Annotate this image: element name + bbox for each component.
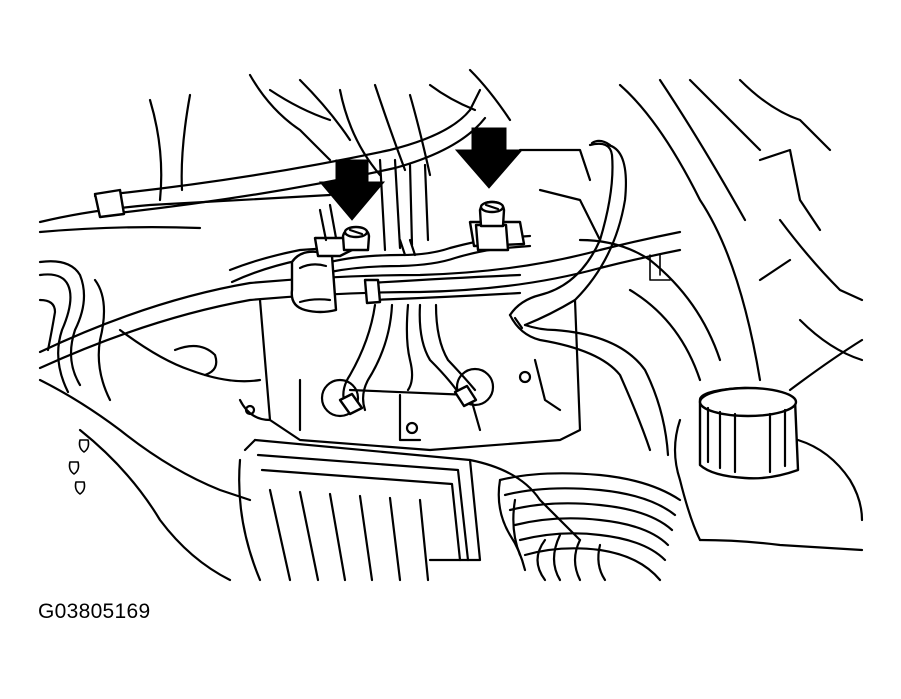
down-hoses <box>338 303 478 416</box>
body-structure <box>38 68 864 392</box>
figure-code-label: G03805169 <box>38 600 151 623</box>
brake-pipes-with-clamps <box>228 158 532 314</box>
abs-modulator-block <box>238 298 582 452</box>
callout-arrow-right <box>454 127 524 189</box>
right-hose <box>508 139 670 457</box>
left-brake-lines <box>38 260 262 582</box>
callout-arrow-left <box>318 159 386 221</box>
right-bolt <box>478 200 506 228</box>
left-bolt <box>341 225 371 252</box>
lower-air-box <box>238 438 582 582</box>
main-tube-bundle <box>38 230 682 370</box>
reservoir-cap <box>673 386 864 552</box>
wiring-harness <box>497 472 682 582</box>
